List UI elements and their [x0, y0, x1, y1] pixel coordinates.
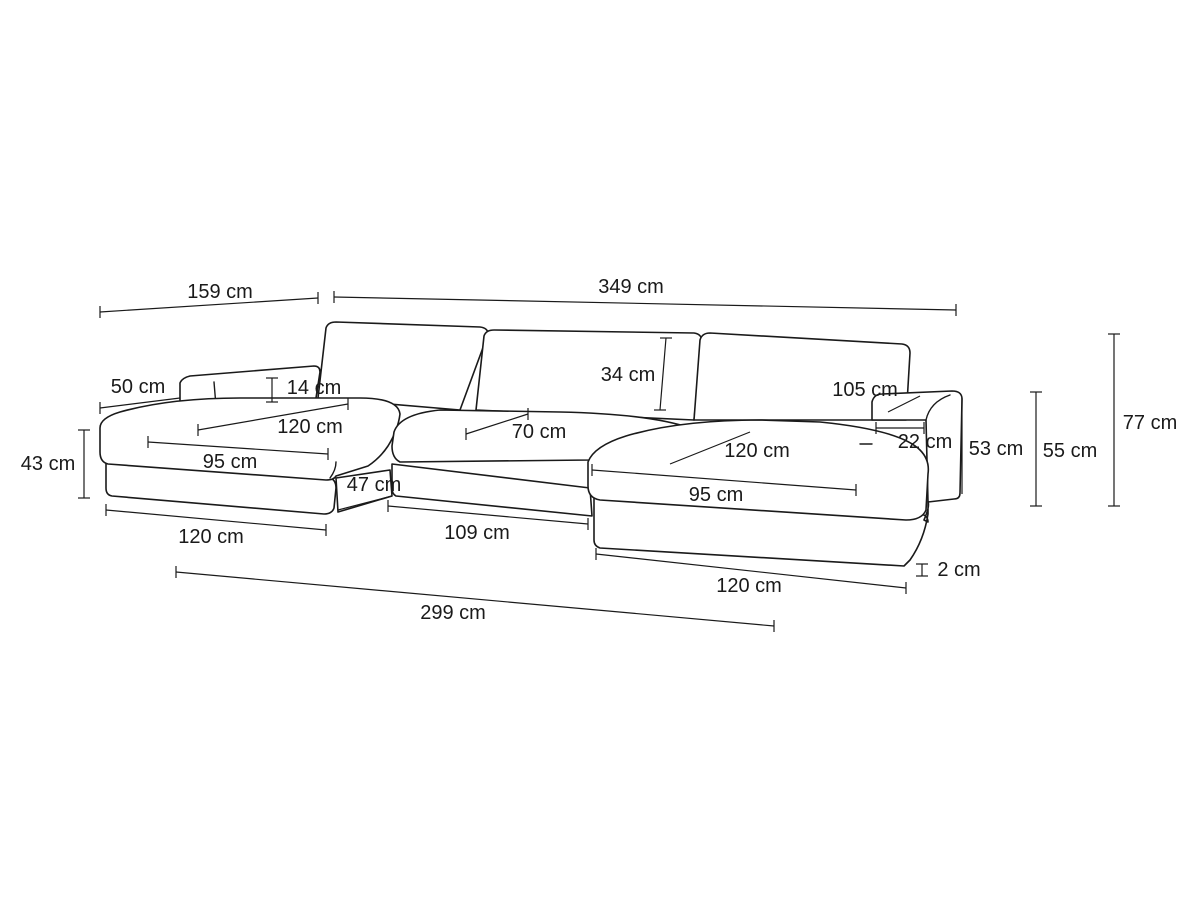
label-22: 22 cm: [898, 431, 952, 453]
label-299: 299 cm: [420, 602, 486, 624]
dimension-lines: [78, 291, 1120, 632]
label-50: 50 cm: [111, 376, 165, 398]
label-109: 109 cm: [444, 522, 510, 544]
sofa-outline: [99, 321, 963, 567]
label-53: 53 cm: [969, 438, 1023, 460]
label-47: 47 cm: [347, 474, 401, 496]
label-34: 34 cm: [601, 364, 655, 386]
back-cushion-middle: [475, 329, 703, 421]
right-armrest: [871, 390, 963, 503]
label-159: 159 cm: [187, 281, 253, 303]
label-349: 349 cm: [598, 276, 664, 298]
label-105: 105 cm: [832, 379, 898, 401]
back-cushion-left: [317, 321, 489, 411]
right-chaise-cushion: [587, 419, 930, 521]
label-55: 55 cm: [1043, 440, 1097, 462]
middle-seat-base: [391, 463, 593, 517]
label-14: 14 cm: [287, 377, 341, 399]
dimension-labels: 159 cm 349 cm 50 cm 14 cm 120 cm 95 cm 4…: [21, 276, 1177, 624]
label-120-right-base: 120 cm: [716, 575, 782, 597]
label-77: 77 cm: [1123, 412, 1177, 434]
label-120-left-base: 120 cm: [178, 526, 244, 548]
label-95-right: 95 cm: [689, 484, 743, 506]
label-120-left-cushion: 120 cm: [277, 416, 343, 438]
label-95-left: 95 cm: [203, 451, 257, 473]
label-2: 2 cm: [937, 559, 980, 581]
back-cushion-right: [693, 332, 911, 421]
label-120-right-cushion: 120 cm: [724, 440, 790, 462]
label-70: 70 cm: [512, 421, 566, 443]
label-43: 43 cm: [21, 453, 75, 475]
